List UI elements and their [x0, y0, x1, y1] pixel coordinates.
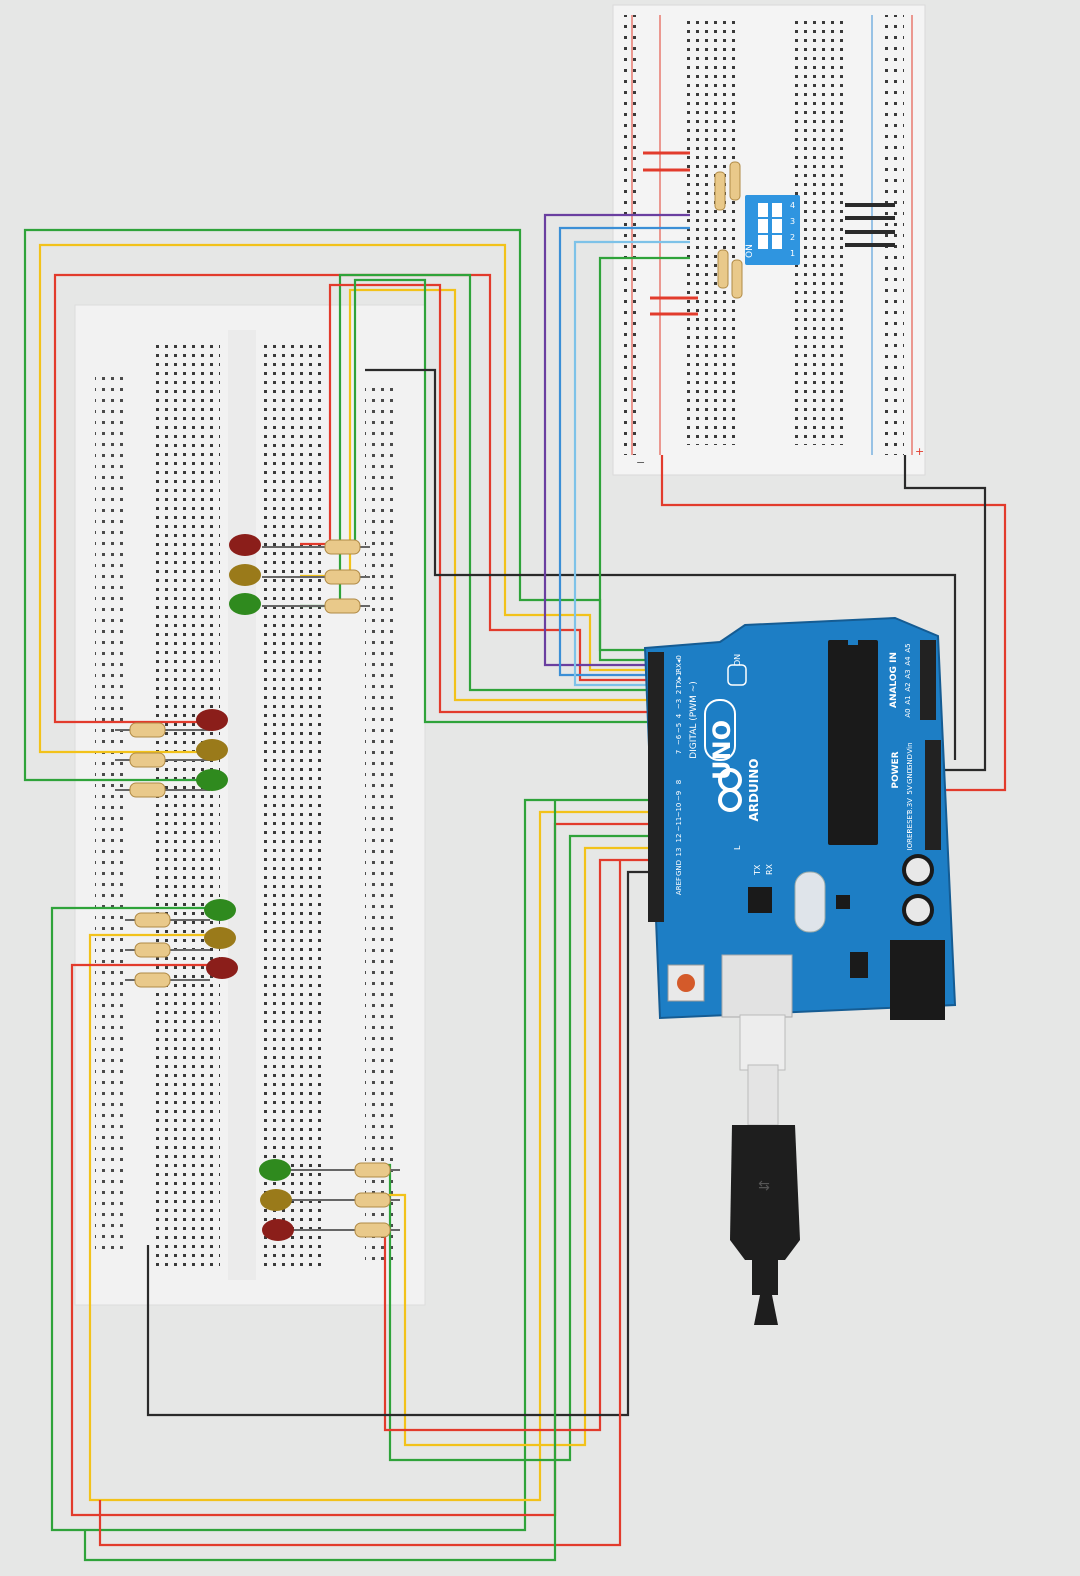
- led-group-left-lower: [125, 899, 238, 988]
- resistor: [262, 539, 370, 614]
- led-green: [229, 593, 261, 615]
- pin-label: ~3: [675, 699, 683, 709]
- pin-label: GND: [906, 768, 914, 784]
- pin-label: A2: [904, 682, 912, 691]
- pin-label: A1: [904, 695, 912, 704]
- usb-icon: ⇆: [758, 1178, 770, 1194]
- digital-pin-labels: RX◂0 TX▸1 2 ~3 4 ~5 ~6 7 8 ~9 ~10 ~11 12…: [675, 655, 683, 895]
- led-red: [196, 709, 228, 731]
- pin-label: 12: [675, 834, 683, 843]
- pin-label: 8: [675, 780, 683, 784]
- pin-label: 3.3V: [906, 798, 914, 814]
- dip-on-label: ON: [745, 244, 755, 258]
- wire-red-lower: [70, 822, 655, 1517]
- wire-green-inner2: [353, 278, 655, 724]
- led-yellow: [229, 564, 261, 586]
- pin-label: ~11: [675, 817, 683, 832]
- led-yellow: [204, 927, 236, 949]
- pin-label: GND: [675, 860, 683, 876]
- pin-label: AREF: [675, 877, 683, 895]
- small-breadboard: − +: [612, 4, 926, 476]
- pulldown-resistor: [714, 161, 743, 299]
- pin-label: 5V: [906, 785, 914, 794]
- dip-num-1: 1: [790, 249, 795, 258]
- wire-blue-switch: [558, 226, 690, 677]
- wire-yellow-bottom: [360, 846, 655, 1447]
- pin-label: A5: [904, 643, 912, 652]
- rx-label: RX: [765, 863, 774, 875]
- led-green: [204, 899, 236, 921]
- on-label: ON: [733, 654, 742, 666]
- pin-label: 2: [675, 690, 683, 694]
- tx-label: TX: [753, 864, 762, 876]
- led-green: [196, 769, 228, 791]
- wire-yellow-outer: [38, 243, 655, 754]
- brand-label: ARDUINO: [747, 759, 761, 822]
- led-yellow: [260, 1189, 292, 1211]
- model-label: UNO: [708, 720, 736, 780]
- led-red: [262, 1219, 294, 1241]
- pin-label: Vin: [906, 742, 914, 753]
- pin-label: A4: [904, 656, 912, 666]
- led-group-top: [229, 534, 370, 615]
- reset-button[interactable]: [667, 964, 705, 1002]
- dip-num-4: 4: [790, 201, 795, 210]
- power-pin-labels: Vin GND GND 5V 3.3V RESET IOREF: [906, 742, 914, 850]
- dip-num-3: 3: [790, 217, 795, 226]
- wire-black-bottom: [146, 870, 655, 1417]
- led-group-left-upper: [115, 709, 228, 798]
- dip-num-2: 2: [790, 233, 795, 242]
- usb-port[interactable]: [721, 954, 793, 1018]
- arduino-uno[interactable]: UNO ARDUINO DIGITAL (PWM ~) ON L TX RX P…: [643, 616, 957, 1020]
- rail-minus-label: −: [636, 456, 645, 469]
- pin-label: IOREF: [906, 830, 914, 851]
- wire-green-switch: [598, 256, 690, 652]
- wire-purple-switch: [543, 213, 690, 667]
- led-yellow: [196, 739, 228, 761]
- power-jack[interactable]: [890, 940, 945, 1020]
- arduino-logo: [704, 664, 747, 812]
- wire-yellow-lower: [88, 810, 655, 1502]
- wire-lightblue-switch: [573, 240, 690, 687]
- pin-label: ~6: [675, 734, 683, 745]
- pin-label: 4: [675, 713, 683, 718]
- pin-label: ~10: [675, 803, 683, 818]
- pin-label: 7: [675, 750, 683, 754]
- pin-label: TX▸1: [675, 671, 683, 689]
- pin-label: RESET: [906, 810, 914, 833]
- pin-label: 13: [675, 848, 683, 857]
- l-label: L: [733, 845, 742, 850]
- led-group-bottom: [259, 1159, 400, 1241]
- wire-green-lower: [50, 798, 655, 1532]
- pin-label: A3: [904, 669, 912, 678]
- wire-green-outer-bottom: [83, 800, 557, 1562]
- pin-label: A0: [904, 708, 912, 717]
- wire-black-gnd: [365, 368, 957, 760]
- usb-cable: ⇆: [730, 1014, 800, 1325]
- pin-label: RX◂0: [675, 655, 683, 673]
- pin-label: ~5: [675, 723, 683, 733]
- led-red: [206, 957, 238, 979]
- large-breadboard: [74, 304, 426, 1306]
- wire-red-outer-bottom: [98, 860, 622, 1547]
- led-green: [259, 1159, 291, 1181]
- led-red: [229, 534, 261, 556]
- digital-label: DIGITAL (PWM ~): [689, 681, 699, 759]
- wire-red-outer: [53, 273, 655, 724]
- power-label: POWER: [891, 751, 901, 788]
- wire-red-5v: [660, 455, 1007, 792]
- wire-black-gnd2: [903, 455, 987, 772]
- analog-pin-labels: A5 A4 A3 A2 A1 A0: [904, 643, 912, 717]
- rail-plus-label: +: [915, 445, 924, 458]
- pin-label: GND: [906, 754, 914, 770]
- dip-switch[interactable]: ON 1 2 3 4: [745, 195, 800, 265]
- analog-label: ANALOG IN: [889, 652, 899, 708]
- pin-label: ~9: [675, 791, 683, 801]
